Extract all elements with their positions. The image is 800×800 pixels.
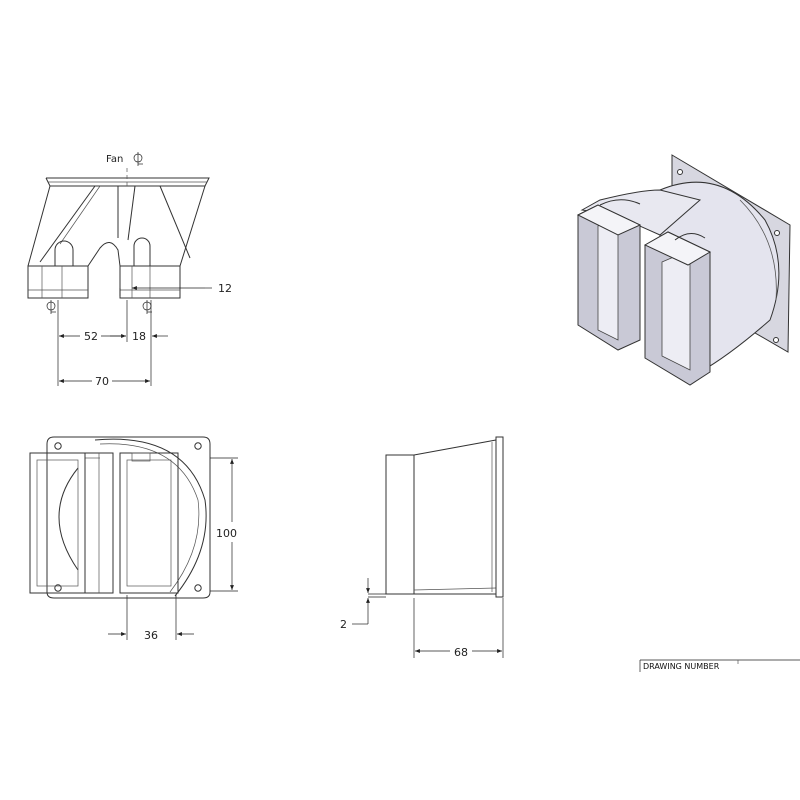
fan-label: Fan <box>106 154 123 165</box>
dimension-12: 12 <box>218 282 232 295</box>
top-view: 100 36 <box>29 436 238 642</box>
dimension-100: 100 <box>216 527 237 540</box>
dimension-68: 68 <box>454 646 468 659</box>
title-block: DRAWING NUMBER <box>639 659 800 672</box>
dimension-18: 18 <box>132 330 146 343</box>
dimension-70: 70 <box>95 375 109 388</box>
centerline-symbol-icon <box>133 152 143 166</box>
front-view: Fan 12 52 18 <box>27 152 232 388</box>
isometric-view <box>576 154 791 386</box>
dimension-36: 36 <box>144 629 158 642</box>
dimension-52: 52 <box>84 330 98 343</box>
dimension-2: 2 <box>340 618 347 631</box>
drawing-number-label: DRAWING NUMBER <box>643 662 720 671</box>
centerline-symbol-icon <box>46 300 56 314</box>
side-view: 2 68 <box>340 436 504 659</box>
